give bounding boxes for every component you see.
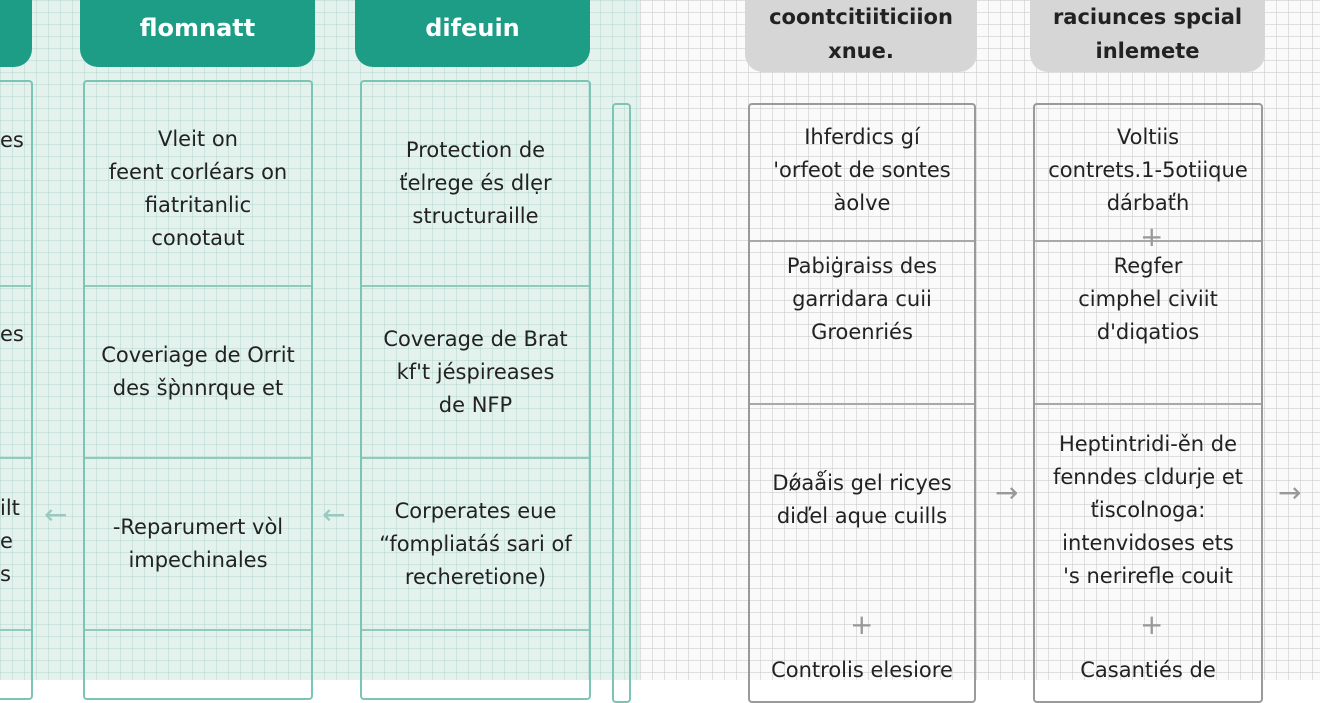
- arrow-right-icon: →: [995, 476, 1019, 509]
- narrow-box: [612, 103, 631, 703]
- cell: Controlis elesiore: [771, 657, 953, 682]
- cell: Ihferdics gí 'orfeot de sontes àolve: [773, 124, 951, 215]
- left-section: es es ilt e s flomnatt Vleit on feent co…: [0, 0, 640, 703]
- arrow-right-icon: →: [1278, 476, 1302, 509]
- cell: Protection de ťelrege és dlẹr structurai…: [399, 138, 552, 228]
- column-box: Vleit on feent corléars on fiatritanlic …: [83, 80, 313, 700]
- partial-text: ilt e s: [0, 496, 20, 586]
- cell: Casantiés de: [1080, 657, 1216, 682]
- cell: Coveriage de Orrit des šp̀nnrque et: [101, 343, 295, 400]
- column-box: Voltiis contrets.1-5otiique dárbaťh Regf…: [1033, 103, 1263, 703]
- column-header: coontcitiiticiion xnue.: [745, 0, 977, 72]
- partial-column-box: [0, 80, 33, 700]
- cell: Dǿaǻis gel ricyes diďel aque cuills: [772, 471, 952, 528]
- column-header: flomnatt: [80, 0, 315, 67]
- cell: -Reparumert vòl impechinales: [112, 515, 284, 572]
- partial-text: es: [0, 322, 24, 346]
- cell: Vleit on feent corléars on fiatritanlic …: [108, 126, 288, 250]
- cell: Corperates eue “fompliatáś sari of reche…: [379, 498, 572, 589]
- column-box: Protection de ťelrege és dlẹr structurai…: [360, 80, 591, 700]
- partial-text: es: [0, 128, 24, 152]
- right-section: coontcitiiticiion xnue. Ihferdics gí 'or…: [640, 0, 1320, 703]
- cell: Coverage de Brat kf't jéspireases de NFP: [383, 326, 568, 417]
- column-header: raciunces spcial inlemete: [1030, 0, 1265, 72]
- cell: Voltiis contrets.1-5otiique dárbaťh: [1048, 124, 1248, 215]
- cell: Heptintridi-ěn de fenndes cldurje et ťis…: [1052, 431, 1244, 588]
- arrow-down-icon: +: [850, 608, 874, 641]
- column-header: difeuin: [355, 0, 590, 67]
- arrow-left-icon: ←: [44, 498, 68, 531]
- partial-column-header: [0, 0, 32, 67]
- arrow-left-icon: ←: [322, 498, 346, 531]
- arrow-down-icon: +: [1140, 608, 1164, 641]
- column-box: Ihferdics gí 'orfeot de sontes àolve Pab…: [748, 103, 976, 703]
- arrow-up-icon: +: [1140, 220, 1164, 253]
- cell: Regfer cimphel civiit d'diqatios: [1078, 254, 1218, 344]
- cell: Pabiġraiss des garridara cuii Groenriés: [786, 254, 938, 344]
